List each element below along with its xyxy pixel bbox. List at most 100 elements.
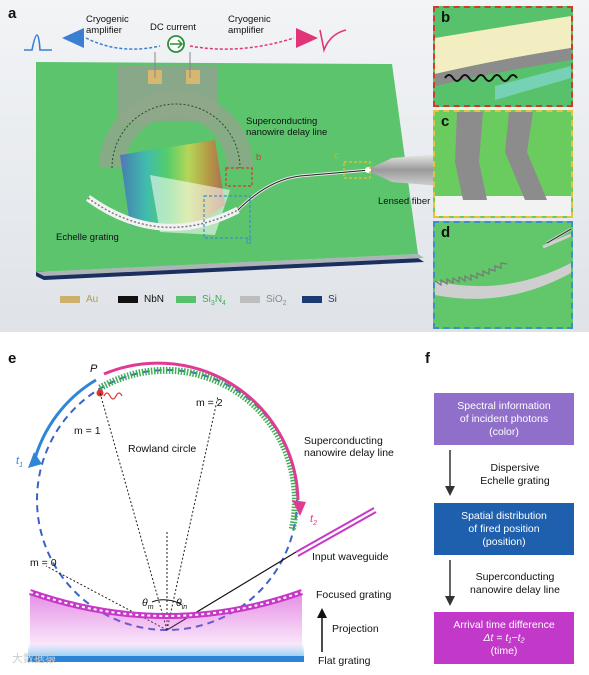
delay-line-arc [111,103,241,169]
panel-e-diagram [28,361,377,662]
order-line-m2 [166,395,219,631]
order-label-m0: m = 0 [30,557,57,569]
inset-c [433,110,573,218]
chip-oxide-layer [36,254,424,276]
input-waveguide-2 [297,511,377,557]
panel-letter-b: b [441,9,451,26]
echelle-grating-label: Echelle grating [56,232,119,243]
inset-c-wire-right [505,112,547,200]
inset-c-illustration [435,112,571,216]
dc-current-label: DC current [150,22,196,33]
waveguide-core [237,169,371,211]
cryo-amp-left-label-1: Cryogenic [86,14,129,25]
input-waveguide-label: Input waveguide [312,551,389,563]
legend-label-si: Si [328,294,337,305]
inset-d [433,221,573,329]
cryo-amp-right-icon [296,28,318,48]
panel-a-illustration [24,28,440,280]
pulse-right-icon [319,29,347,53]
flow-box-spectral-line-3: (color) [489,425,519,438]
t1-label: t1 [16,455,23,470]
flow-mid-dispersive-line-2: Echelle grating [480,475,550,487]
theta-m-label: θm [142,597,154,612]
panel-letter-c: c [441,113,450,130]
flow-box-spatial-line-1: Spatial distribution [461,509,547,522]
snddl-label-1: Superconducting [246,116,318,127]
inset-c-wire-left [455,112,487,200]
flow-box-arrival-line-1: Arrival time difference [453,618,555,631]
callout-box-b [225,167,253,187]
flow-arrow-2-head-icon [445,596,455,606]
panel-letter-e: e [8,350,17,367]
chip-side-front [36,258,424,280]
callout-tag-d: d [246,236,252,247]
projection-label: Projection [332,623,379,635]
input-waveguide-1 [295,507,375,553]
rowland-circle-label: Rowland circle [128,443,197,455]
focused-grating-fill [30,592,302,658]
flow-box-spectral-line-1: Spectral information [457,399,551,412]
amp-left-wire [85,37,161,50]
flow-box-arrival-line-3: (time) [490,644,518,657]
lensed-fiber [366,154,440,186]
echelle-curve [85,195,240,231]
flow-box-spectral: Spectral information of incident photons… [434,393,574,445]
flow-arrow-1 [445,450,455,496]
inset-b-illustration [435,16,571,100]
au-pad-right [186,70,200,84]
nanowire-coil [98,366,299,531]
point-p-label: P [90,363,98,375]
legend-label-sio2: SiO2 [266,294,287,307]
cryo-amp-right-label-1: Cryogenic [228,14,271,25]
legend-swatch-au [60,296,80,303]
flow-mid-snddl-line-2: nanowire delay line [470,584,560,596]
inset-d-illustration [435,227,571,299]
cryo-amp-left-label-2: amplifier [86,25,122,36]
flow-box-arrival-line-2: Δt = t₁−t₂ [483,631,525,644]
order-label-m1: m = 1 [74,425,101,437]
legend-label-si3n4: Si3N4 [202,294,226,307]
snddl-e-label-2: nanowire delay line [304,447,394,459]
inset-c-base [435,196,571,216]
callout-tag-b: b [256,152,262,163]
order-line-m0 [45,565,168,631]
order-line-m1 [99,392,168,631]
cryo-amp-right-label-2: amplifier [228,25,264,36]
legend-swatch-si [302,296,322,303]
inset-d-teeth [435,262,508,287]
inset-b [433,6,573,107]
t1-arrowhead-icon [28,452,42,468]
flow-mid-dispersive: Dispersive Echelle grating [455,462,575,488]
panel-letter-d: d [441,224,451,241]
flow-box-arrival: Arrival time difference Δt = t₁−t₂ (time… [434,612,574,664]
theta-in-label: θin [176,597,188,612]
panel-letter-f: f [425,350,430,367]
theta-in-arc [166,599,183,606]
photon-wave-icon [103,392,123,400]
panel-letter-a: a [8,5,17,22]
point-p-marker [96,389,104,397]
dc-arrow-icon [170,39,183,49]
flow-arrow-1-head-icon [445,486,455,496]
inset-b-substrate [495,66,571,100]
inset-d-waveguide-core [546,228,571,244]
flow-mid-snddl: Superconducting nanowire delay line [455,571,575,597]
t2-arrow-arc [103,361,300,501]
amp-right-wire [189,37,295,50]
projection-arrowhead-icon [317,608,327,618]
t1-arrow-arc [32,378,97,463]
flat-grating [28,656,304,662]
legend-swatch-sio2 [240,296,260,303]
snddl-label-2: nanowire delay line [246,127,328,138]
legend-label-nbn: NbN [144,294,165,305]
flow-box-spatial-line-3: (position) [482,535,526,548]
watermark: 大数据猿 [12,653,56,665]
inset-d-grating-body [435,263,571,299]
pad-wires [154,52,191,78]
callout-tag-c: c [334,150,339,161]
order-label-m2: m = 2 [196,397,223,409]
flow-mid-dispersive-line-1: Dispersive [490,462,540,474]
flow-box-spatial-line-2: of fired position [468,522,540,535]
flow-arrow-2 [445,560,455,606]
flow-mid-snddl-line-1: Superconducting [475,571,555,583]
